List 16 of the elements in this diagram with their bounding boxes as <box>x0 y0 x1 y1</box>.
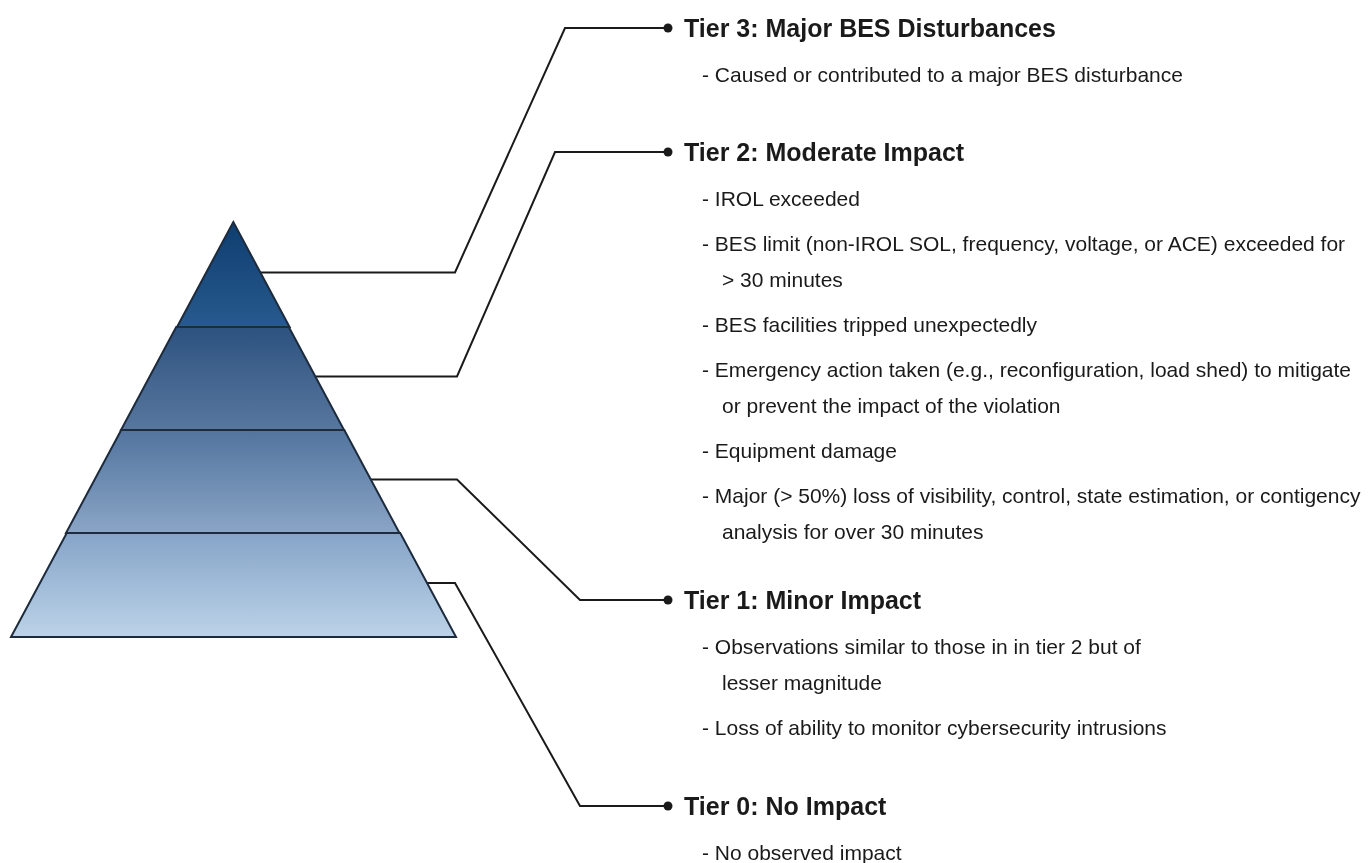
leader-line <box>425 581 673 811</box>
bullet-item: - Observations similar to those in in tier 2 but of lesser magnitude <box>701 634 1142 696</box>
bullet-item: - Major (> 50%) loss of visibility, control, state estimation, or contigency analysis for over 30 minutes <box>701 483 1362 545</box>
tier-heading: Tier 3: Major BES Disturbances <box>684 13 1057 44</box>
leader-line <box>259 23 673 274</box>
bullet-item: - BES facilities tripped unexpectedly <box>701 312 1037 338</box>
tier-heading: Tier 2: Moderate Impact <box>684 137 966 168</box>
tier-heading: Tier 1: Minor Impact <box>684 585 923 616</box>
tier-heading: Tier 0: No Impact <box>684 791 888 822</box>
bullet-item: - BES limit (non-IROL SOL, frequency, voltage, or ACE) exceeded for > 30 minutes <box>701 231 1347 293</box>
leader-line <box>370 478 673 605</box>
bullet-item: - Equipment damage <box>701 438 897 464</box>
bullet-item: - Loss of ability to monitor cybersecurity intrusions <box>701 715 1167 741</box>
bullet-item: - IROL exceeded <box>701 186 860 212</box>
bullet-item: - Emergency action taken (e.g., reconfiguration, load shed) to mitigate or prevent the impact of the violation <box>701 357 1352 419</box>
bullet-item: - Caused or contributed to a major BES disturbance <box>701 62 1183 88</box>
